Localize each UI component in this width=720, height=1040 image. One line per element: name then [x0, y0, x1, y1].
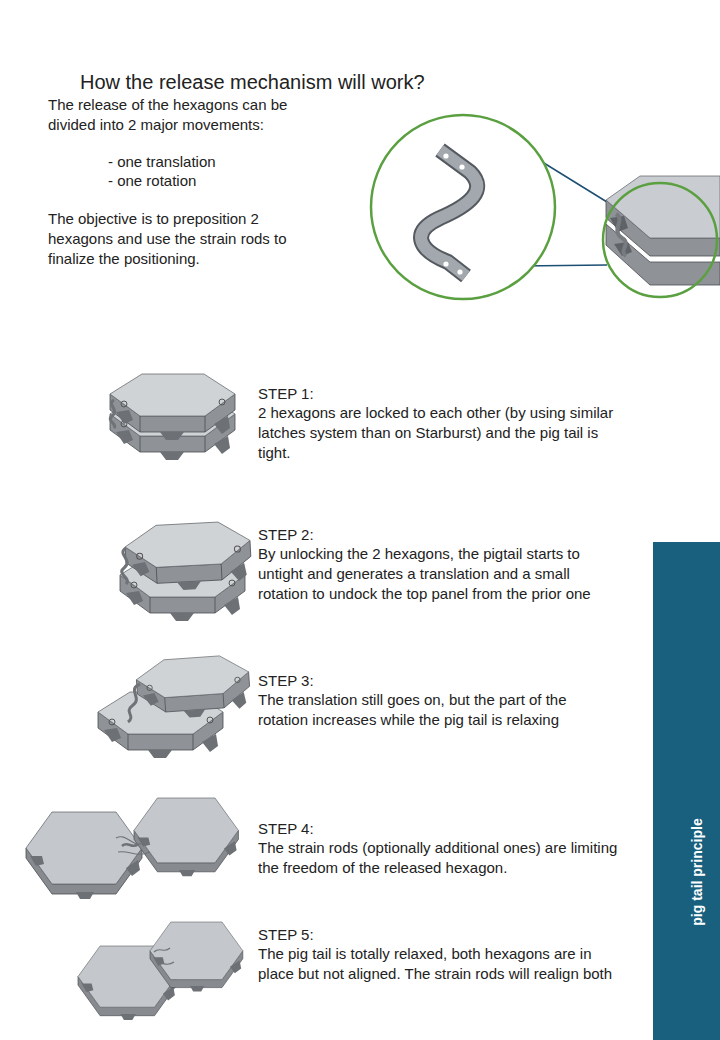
pigtail-outline	[421, 150, 477, 276]
page-title: How the release mechanism will work?	[80, 70, 425, 94]
zoom-circle	[603, 183, 717, 297]
hexagon-plate	[110, 374, 235, 440]
hexagon-plate	[150, 922, 243, 992]
zoom-circle	[371, 115, 555, 299]
strain-rod	[158, 962, 174, 966]
pigtail-small	[616, 214, 626, 256]
step-heading: STEP 4:	[258, 819, 618, 839]
pigtail	[122, 844, 138, 846]
step-text: The strain rods (optionally additional o…	[258, 838, 618, 878]
step-5-figure	[78, 922, 243, 1020]
hole	[459, 164, 464, 169]
step-text: By unlocking the 2 hexagons, the pigtail…	[258, 544, 618, 604]
pigtail	[128, 684, 140, 722]
step-text: 2 hexagons are locked to each other (by …	[258, 403, 618, 463]
hexagon-plate	[124, 520, 252, 592]
hexagon-plate	[134, 798, 238, 876]
step-4-figure	[26, 798, 238, 899]
step-heading: STEP 3:	[258, 671, 618, 691]
bullet-item: - one rotation	[108, 171, 308, 191]
hole	[443, 153, 448, 158]
pigtail	[122, 548, 128, 584]
intro-text: The objective is to preposition 2 hexago…	[48, 209, 316, 269]
strain-rod	[116, 837, 146, 844]
intro-text: The release of the hexagons can be divid…	[48, 95, 316, 135]
step-heading: STEP 1:	[258, 384, 618, 404]
hole	[457, 269, 462, 274]
step-3-figure	[98, 654, 251, 758]
step-text: The translation still goes on, but the p…	[258, 690, 618, 730]
step-1-figure	[110, 374, 235, 460]
strain-rod	[118, 852, 150, 855]
hexagon-plate	[135, 654, 251, 721]
bullet-item: - one translation	[108, 152, 308, 172]
side-band: pig tail principle	[653, 542, 720, 1040]
step-heading: STEP 5:	[258, 925, 618, 945]
step-text: The pig tail is totally relaxed, both he…	[258, 944, 618, 984]
pigtail-spring	[421, 150, 477, 276]
band-title: pig tail principle	[688, 818, 706, 925]
zoom-detail	[371, 115, 720, 299]
strain-rod	[154, 948, 170, 952]
hexagon-plate	[26, 812, 142, 899]
step-2-figure	[120, 520, 252, 621]
step-heading: STEP 2:	[258, 525, 618, 545]
pigtail	[110, 400, 115, 428]
hole	[443, 261, 448, 266]
